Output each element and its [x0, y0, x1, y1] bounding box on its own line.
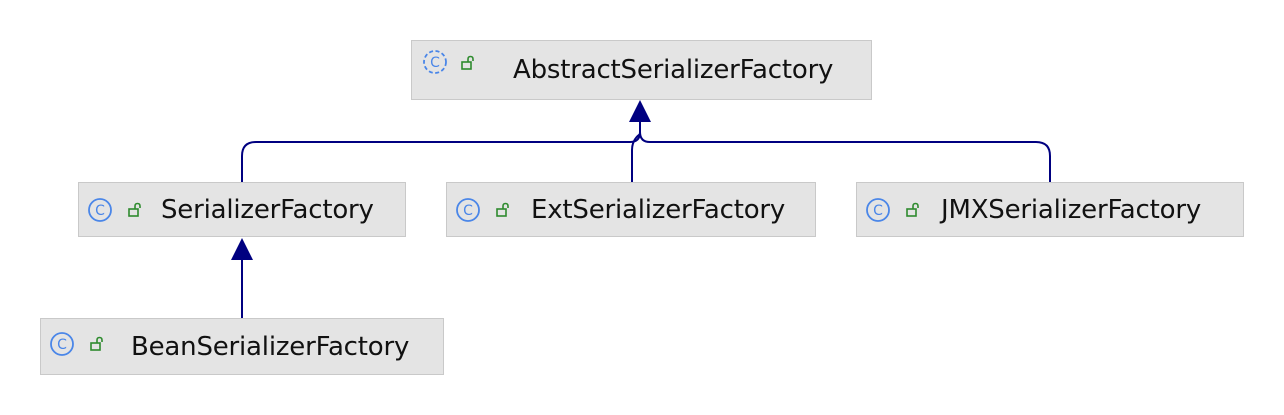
edge-jmx-to-abstract — [639, 120, 1051, 182]
edge-ext-to-abstract — [631, 120, 641, 182]
svg-text:C: C — [95, 203, 105, 219]
class-icon: C — [49, 331, 75, 357]
node-bean-serializer-factory[interactable]: C BeanSerializerFactory — [40, 318, 444, 375]
node-ext-serializer-factory[interactable]: C ExtSerializerFactory — [446, 182, 816, 237]
abstract-class-icon: C — [422, 49, 448, 75]
node-label: BeanSerializerFactory — [131, 332, 410, 362]
svg-text:C: C — [873, 203, 883, 219]
node-jmx-serializer-factory[interactable]: C JMXSerializerFactory — [856, 182, 1244, 237]
svg-text:C: C — [57, 337, 67, 353]
inheritance-arrowhead-serializer — [231, 238, 253, 260]
node-label: AbstractSerializerFactory — [513, 55, 834, 85]
edge-serializer-to-abstract — [241, 120, 641, 182]
node-abstract-serializer-factory[interactable]: C AbstractSerializerFactory — [411, 40, 872, 100]
svg-text:C: C — [463, 203, 473, 219]
class-icon: C — [455, 197, 481, 223]
node-label: SerializerFactory — [161, 195, 374, 225]
unlocked-icon — [905, 202, 921, 218]
node-serializer-factory[interactable]: C SerializerFactory — [78, 182, 406, 237]
inheritance-arrowhead-abstract — [629, 100, 651, 122]
node-label: JMXSerializerFactory — [941, 195, 1202, 225]
unlocked-icon — [495, 202, 511, 218]
unlocked-icon — [127, 202, 143, 218]
unlocked-icon — [460, 55, 476, 71]
class-icon: C — [87, 197, 113, 223]
unlocked-icon — [89, 336, 105, 352]
svg-text:C: C — [430, 55, 440, 71]
node-label: ExtSerializerFactory — [531, 195, 786, 225]
class-icon: C — [865, 197, 891, 223]
